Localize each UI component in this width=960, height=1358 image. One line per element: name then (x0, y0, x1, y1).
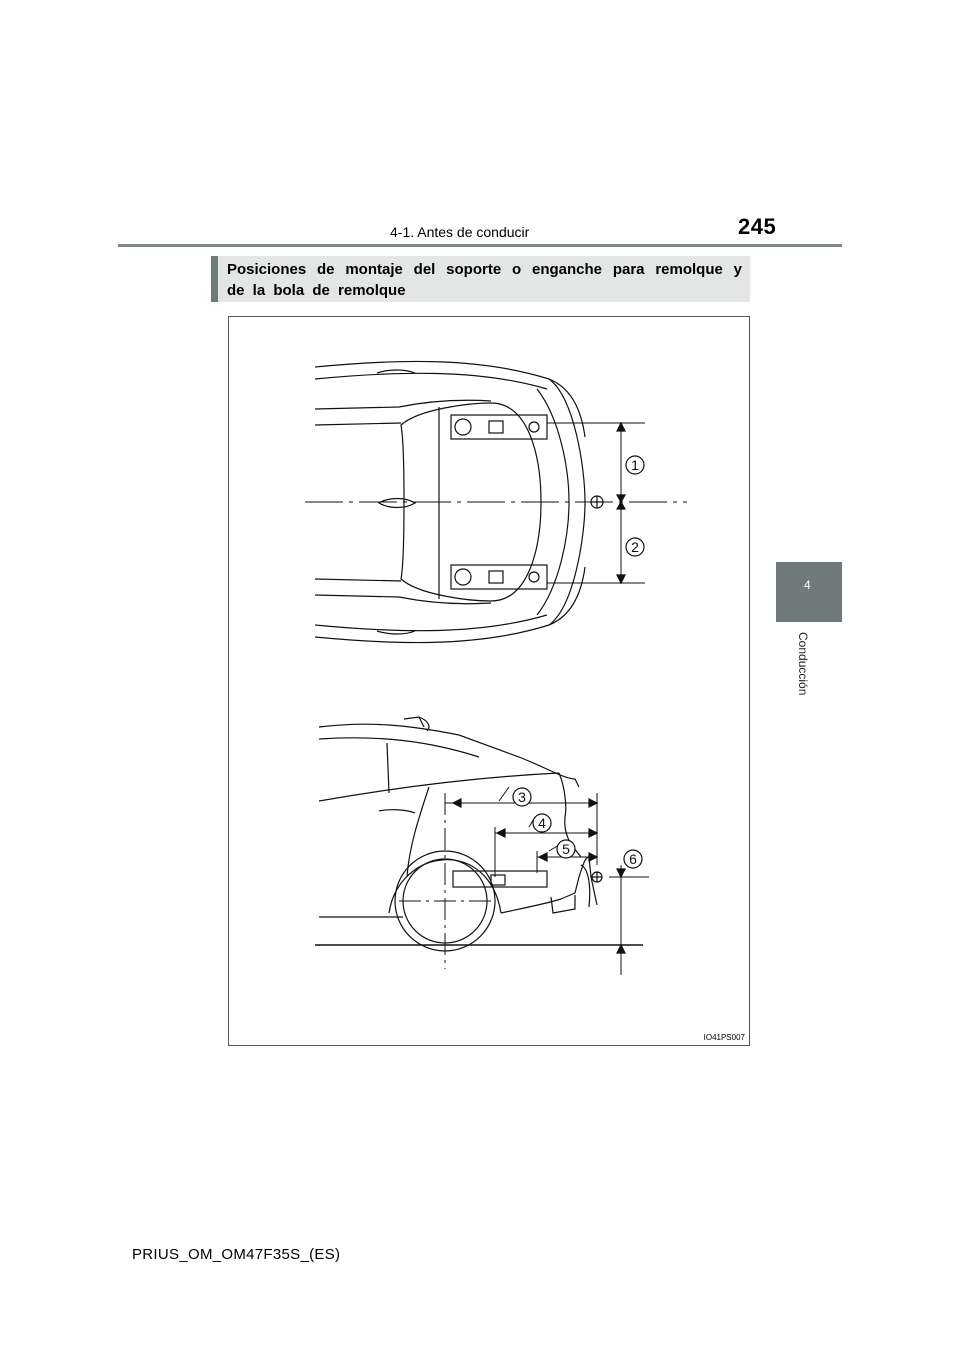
svg-text:4: 4 (538, 815, 546, 831)
top-view-car (314, 360, 586, 644)
figure-code: IO41PS007 (703, 1033, 745, 1042)
svg-text:1: 1 (631, 457, 639, 473)
callout-1: 1 (625, 455, 645, 475)
chapter-tab: 4 (776, 562, 842, 622)
svg-text:6: 6 (629, 851, 637, 867)
callout-3: 3 (512, 787, 532, 807)
svg-text:5: 5 (562, 841, 570, 857)
page-number: 245 (738, 214, 777, 239)
document-id: PRIUS_OM_OM47F35S_(ES) (132, 1246, 341, 1263)
heading-accent-bar (211, 256, 218, 302)
chapter-number: 4 (804, 578, 811, 592)
header-section-title: 4-1. Antes de conducir (390, 224, 530, 240)
side-view-car (318, 716, 598, 952)
section-heading-text: Posiciones de montaje del soporte o enga… (227, 261, 742, 299)
callout-5: 5 (556, 839, 576, 859)
svg-text:3: 3 (518, 789, 526, 805)
section-heading: Posiciones de montaje del soporte o enga… (211, 256, 750, 302)
dimension-lines-top (547, 421, 645, 585)
header-divider (118, 244, 842, 247)
chapter-label: Conducción (796, 632, 810, 696)
callout-2: 2 (625, 537, 645, 557)
callout-4: 4 (532, 813, 552, 833)
tow-hitch-diagram: 1 2 (228, 316, 750, 1046)
tow-hitch-illustration: 1 2 (305, 360, 687, 975)
callout-6: 6 (623, 849, 643, 869)
svg-text:2: 2 (631, 539, 639, 555)
